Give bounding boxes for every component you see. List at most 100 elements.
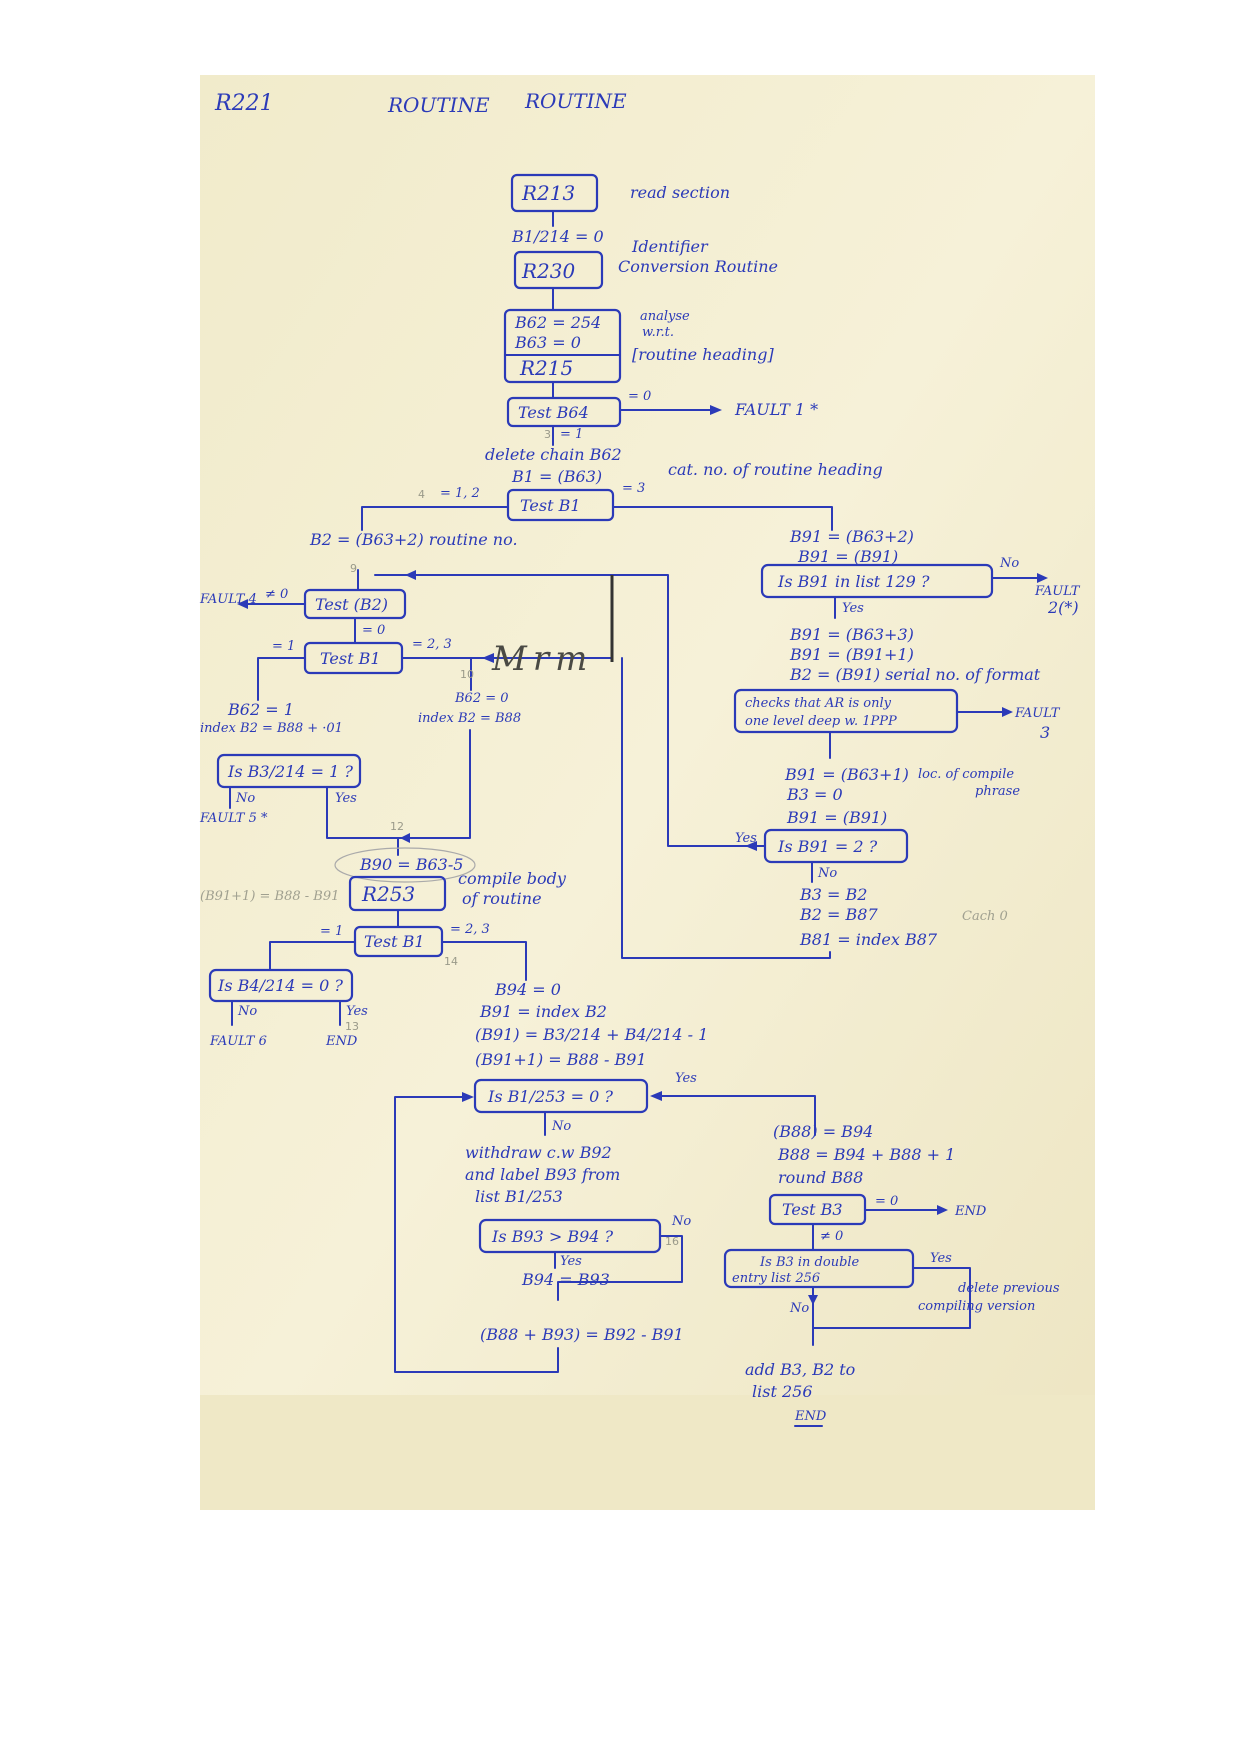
b62-1: B62 = 1 (227, 700, 294, 719)
title-1: ROUTINE (387, 93, 490, 117)
b1-214-label: B1/214 = 0 (511, 227, 604, 246)
test-b1-left-label: Test B1 (320, 649, 381, 668)
is-b3-214-label: Is B3/214 = 1 ? (227, 762, 353, 781)
b94-b93: B94 = B93 (521, 1270, 610, 1289)
is-b91-list129-label: Is B91 in list 129 ? (777, 572, 930, 591)
b2-ne0: ≠ 0 (265, 587, 288, 602)
b2-b87: B2 = B87 (799, 905, 878, 924)
b2-assign: B2 = (B63+2) routine no. (309, 530, 518, 549)
box-is-b1-253 (473, 1078, 649, 1114)
b3-no: No (235, 791, 255, 806)
b1-bottom-eq23: = 2, 3 (450, 922, 490, 937)
list256-yes: Yes (930, 1251, 952, 1266)
is-b4-214-label: Is B4/214 = 0 ? (217, 976, 343, 995)
r213-note: read section (630, 183, 730, 202)
b91-b: B91 = (B91) (797, 547, 898, 566)
pencil-number: 13 (345, 1020, 359, 1033)
b62-assign: B62 = 254 (514, 313, 601, 332)
b88-b93: (B88 + B93) = B92 - B91 (480, 1325, 684, 1344)
analyse-note-3: [routine heading] (632, 345, 774, 364)
list129-no: No (999, 556, 1019, 571)
pencil-cach: Cach 0 (962, 909, 1008, 924)
fault-6: FAULT 6 (209, 1034, 267, 1049)
pencil-number: 16 (665, 1235, 679, 1248)
box-is-b4-214 (208, 968, 354, 1003)
box-test-b1-top (506, 488, 615, 522)
b2-eq0: = 0 (362, 623, 385, 638)
index-b2-0: index B2 = B88 (418, 711, 521, 726)
r215-label: R215 (519, 356, 573, 380)
box-r230 (513, 250, 604, 290)
b91-d: B91 = (B91+1) (789, 645, 914, 664)
b64-eq0: = 0 (628, 389, 651, 404)
paper-bottom-fold (200, 1395, 1095, 1510)
round-b88: round B88 (778, 1168, 863, 1187)
add-b3-b2-2: list 256 (752, 1382, 813, 1401)
b81-index: B81 = index B87 (799, 930, 938, 949)
b1-left-eq23: = 2, 3 (412, 637, 452, 652)
pencil-number: 3 (544, 428, 551, 441)
withdraw-2: and label B93 from (465, 1165, 620, 1184)
checks-ar-2: one level deep w. 1PPP (745, 714, 897, 729)
fault-2: FAULT (1034, 584, 1081, 599)
b91-f: B91 = (B91) (786, 808, 887, 827)
b2-serial: B2 = (B91) serial no. of format (789, 665, 1041, 684)
r253-label: R253 (361, 882, 415, 906)
box-is-b91-list129 (760, 563, 994, 599)
r230-note-1: Identifier (631, 237, 709, 256)
add-b3-b2-1: add B3, B2 to (745, 1360, 855, 1379)
routine-code: R221 (214, 91, 274, 116)
b91p1-expr: (B91+1) = B88 - B91 (475, 1050, 647, 1069)
box-test-b64 (506, 396, 622, 428)
b93-no: No (671, 1214, 691, 1229)
delete-prev-2: compiling version (918, 1299, 1035, 1314)
test-b3-label: Test B3 (782, 1200, 843, 1219)
b1-bottom-eq1: = 1 (320, 924, 343, 939)
pencil-note: (B91+1) = B88 - B91 (200, 889, 339, 904)
pencil-number: 9 (350, 562, 357, 575)
b91-index: B91 = index B2 (479, 1002, 607, 1021)
fault-3: FAULT (1014, 706, 1061, 721)
b62-0: B62 = 0 (454, 691, 509, 706)
compile-note-1: compile body (458, 869, 567, 888)
b91-2-no: No (817, 866, 837, 881)
b3-ne0: ≠ 0 (820, 1229, 843, 1244)
delete-prev-1: delete previous (958, 1281, 1060, 1296)
loc-note-1: loc. of compile (918, 767, 1014, 782)
end-b3: END (954, 1204, 987, 1219)
b1-253-yes: Yes (675, 1071, 697, 1086)
b63-assign: B63 = 0 (514, 333, 581, 352)
b91-e: B91 = (B63+1) (784, 765, 909, 784)
b4-no: No (237, 1004, 257, 1019)
analyse-note-2: w.r.t. (642, 325, 674, 340)
b3-eq0: = 0 (875, 1194, 898, 1209)
fault-2-num: 2(*) (1047, 598, 1079, 617)
r213-label: R213 (521, 181, 575, 205)
is-b1-253-label: Is B1/253 = 0 ? (487, 1087, 613, 1106)
withdraw-1: withdraw c.w B92 (465, 1143, 612, 1162)
loc-note-2: phrase (975, 784, 1020, 799)
b4-yes: Yes (346, 1004, 368, 1019)
b90-assign: B90 = B63-5 (359, 855, 463, 874)
end-final: END (794, 1409, 827, 1424)
b88-sum: B88 = B94 + B88 + 1 (777, 1145, 955, 1164)
end-left: END (325, 1034, 358, 1049)
title-2: ROUTINE (524, 89, 627, 113)
box-b62-r215 (503, 308, 622, 384)
paper-sheet (200, 75, 1095, 1510)
analyse-note-1: analyse (640, 309, 690, 324)
compile-note-2: of routine (462, 889, 542, 908)
pencil-number: 12 (390, 820, 404, 833)
fault-4: FAULT 4 (199, 592, 257, 607)
b93-yes: Yes (560, 1254, 582, 1269)
b3-yes: Yes (335, 791, 357, 806)
b91-expr: (B91) = B3/214 + B4/214 - 1 (475, 1025, 708, 1044)
pencil-scribble: Mrm (491, 639, 593, 679)
pencil-ellipse (334, 847, 476, 883)
test-b1-top-label: Test B1 (520, 496, 581, 515)
pencil-number: 10 (460, 668, 474, 681)
b91-a: B91 = (B63+2) (789, 527, 914, 546)
is-b93-b94-label: Is B93 > B94 ? (491, 1227, 614, 1246)
fault-5: FAULT 5 * (199, 811, 268, 826)
index-b2-1: index B2 = B88 + ·01 (200, 721, 343, 736)
